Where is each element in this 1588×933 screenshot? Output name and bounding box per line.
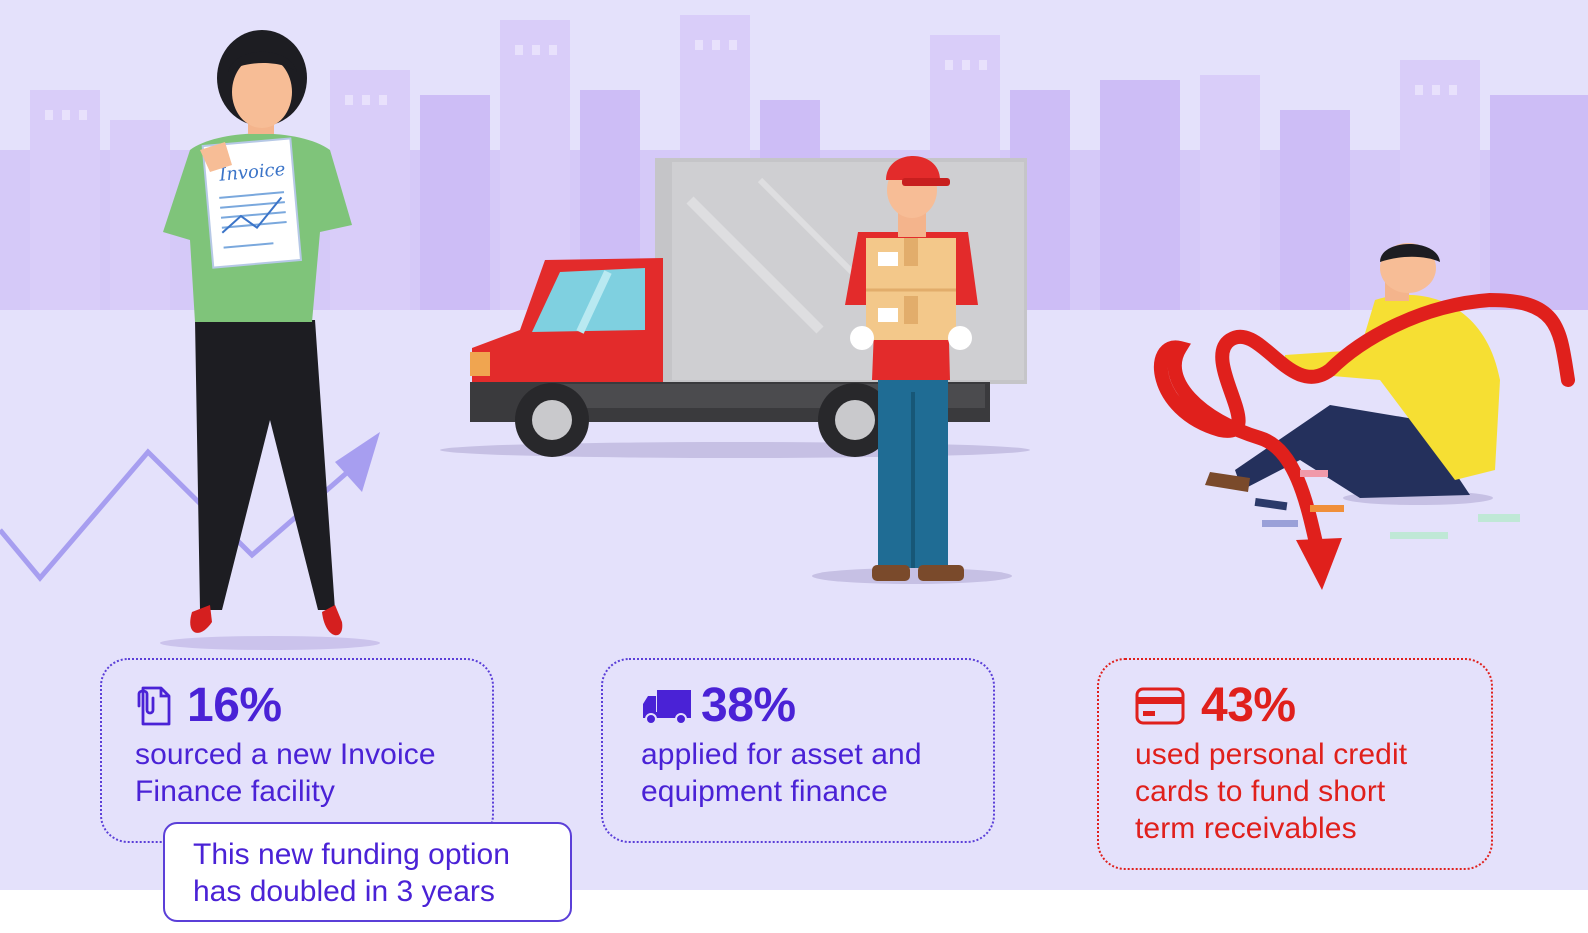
stat-description-line: applied for asset and bbox=[641, 738, 922, 771]
stat-card-header: 43% bbox=[1135, 682, 1461, 730]
stat-card-invoice-finance: 16% sourced a new Invoice Finance facili… bbox=[100, 658, 494, 843]
stat-value: 43% bbox=[1201, 679, 1296, 732]
stat-card-header: 16% bbox=[135, 682, 462, 730]
stat-card-header: 38% bbox=[641, 682, 963, 730]
truck-icon bbox=[641, 682, 697, 730]
stat-value: 16% bbox=[187, 679, 282, 732]
funding-note-callout: This new funding option has doubled in 3… bbox=[163, 822, 572, 922]
note-line: has doubled in 3 years bbox=[193, 875, 495, 908]
man-with-falling-arrow bbox=[1154, 243, 1575, 590]
note-line: This new funding option bbox=[193, 838, 510, 871]
stat-description-line: cards to fund short bbox=[1135, 775, 1386, 808]
stat-description-line: used personal credit bbox=[1135, 738, 1408, 771]
trend-arrow bbox=[0, 448, 352, 582]
delivery-truck bbox=[440, 158, 1030, 458]
stat-card-asset-finance: 38% applied for asset and equipment fina… bbox=[601, 658, 995, 843]
scene-illustration: Invoice bbox=[0, 15, 1588, 650]
stat-card-credit-cards: 43% used personal credit cards to fund s… bbox=[1097, 658, 1493, 870]
delivery-man bbox=[812, 156, 1012, 584]
stat-description-line: term receivables bbox=[1135, 812, 1357, 845]
woman-with-invoice: Invoice bbox=[160, 30, 380, 650]
stat-description-line: Finance facility bbox=[135, 775, 336, 808]
document-clip-icon bbox=[135, 682, 183, 730]
stat-value: 38% bbox=[701, 679, 796, 732]
stat-description-line: equipment finance bbox=[641, 775, 888, 808]
stat-description: sourced a new Invoice Finance facility bbox=[135, 736, 462, 810]
stat-description: applied for asset and equipment finance bbox=[641, 736, 963, 810]
credit-card-icon bbox=[1135, 682, 1197, 730]
stat-description-line: sourced a new Invoice bbox=[135, 738, 436, 771]
building-windows bbox=[45, 40, 1457, 120]
stat-description: used personal credit cards to fund short… bbox=[1135, 736, 1461, 847]
